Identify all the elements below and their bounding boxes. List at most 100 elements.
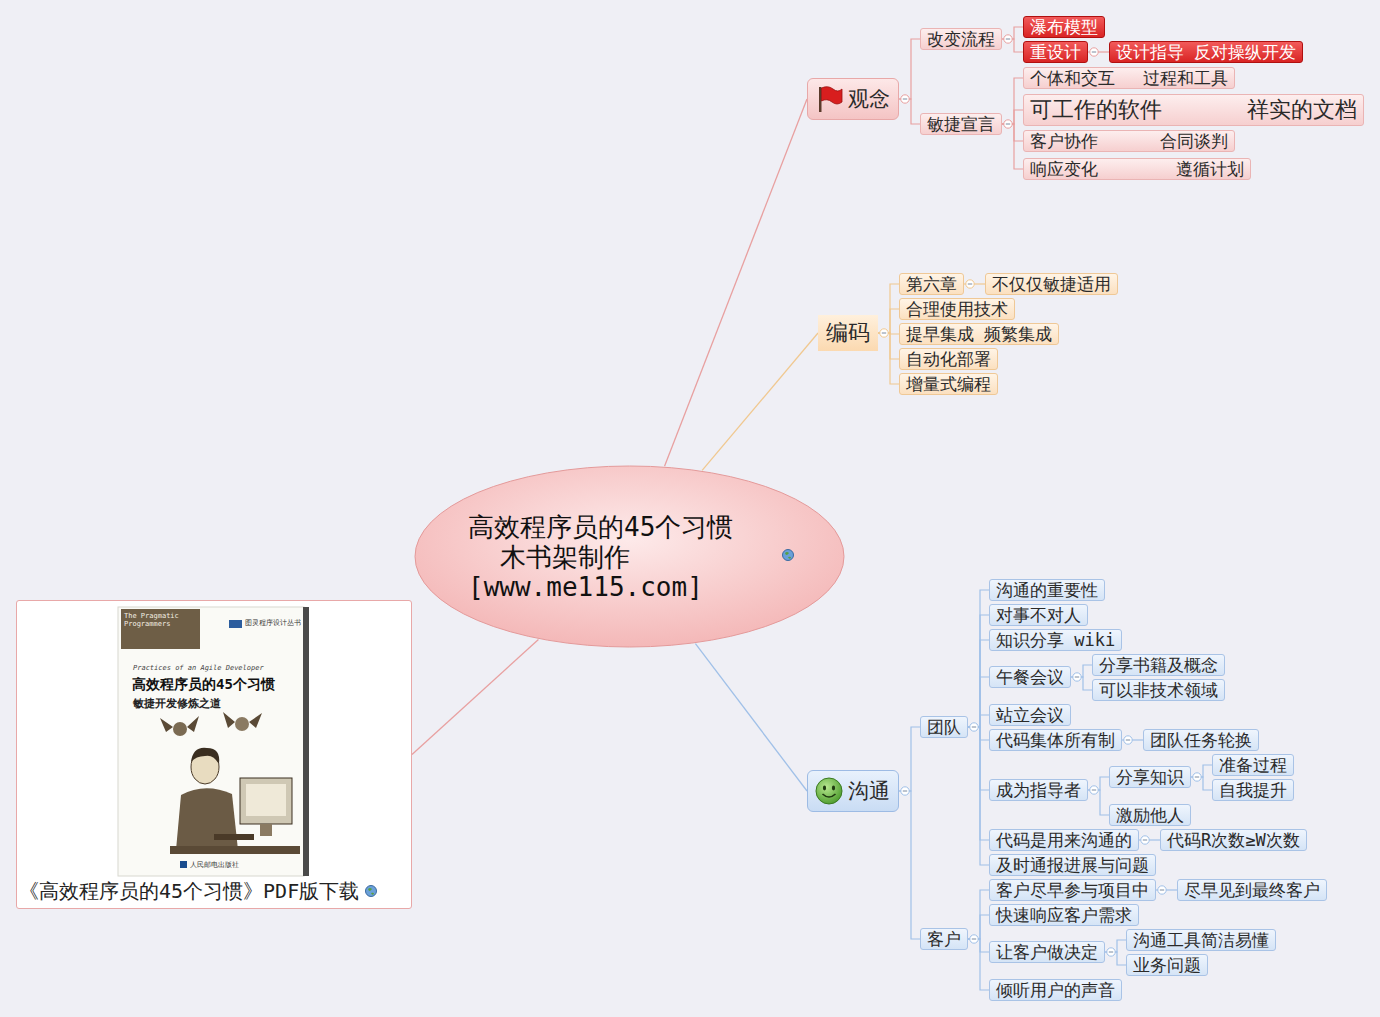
topic-text: 改变流程 bbox=[927, 29, 995, 49]
main-topic: 编码 bbox=[818, 315, 878, 351]
topic-text: 提早集成 频繁集成 bbox=[906, 324, 1052, 344]
topic-text: 尽早见到最终客户 bbox=[1184, 880, 1320, 900]
subtopic: 分享知识 bbox=[1109, 766, 1191, 788]
topic-text: 成为指导者 bbox=[996, 780, 1081, 800]
topic-text: 快速响应客户需求 bbox=[996, 905, 1132, 925]
smiley-eye bbox=[832, 786, 835, 791]
imp-figures bbox=[160, 712, 262, 736]
collapse-toggle bbox=[1004, 35, 1012, 43]
collapse-toggle bbox=[1090, 786, 1098, 794]
subtopic: 尽早见到最终客户 bbox=[1177, 879, 1327, 901]
topic-text: 代码R次数≥W次数 bbox=[1167, 830, 1300, 850]
monitor-stand bbox=[260, 824, 272, 836]
collapse-toggle bbox=[966, 280, 974, 288]
collapse-toggle bbox=[970, 935, 978, 943]
collapse-minus bbox=[968, 284, 972, 285]
topic-text: 第六章 bbox=[906, 274, 957, 294]
figure-body bbox=[176, 788, 238, 850]
manifesto-item: 响应变化遵循计划 bbox=[1023, 158, 1251, 180]
manifesto-item: 客户协作合同谈判 bbox=[1023, 130, 1235, 152]
image-panel bbox=[17, 601, 411, 908]
link-globe-icon bbox=[782, 549, 794, 561]
topic-text: 代码是用来沟通的 bbox=[996, 830, 1132, 850]
topic-text: 代码集体所有制 bbox=[996, 730, 1115, 750]
title-line: 高效程序员的45个习惯 bbox=[468, 512, 845, 542]
globe-land bbox=[785, 552, 791, 559]
topic-text: 编码 bbox=[826, 320, 870, 345]
imp-wings bbox=[223, 712, 262, 728]
topic-text: 团队 bbox=[927, 717, 961, 737]
collapse-toggle bbox=[1158, 886, 1166, 894]
topic-text: 客户协作 bbox=[1030, 131, 1098, 151]
collapse-minus bbox=[1092, 52, 1096, 53]
branch-line bbox=[878, 333, 899, 359]
branch-line bbox=[968, 640, 989, 727]
branch-line bbox=[412, 639, 538, 754]
topic-text: 分享知识 bbox=[1116, 767, 1184, 787]
subtopic: 知识分享 wiki bbox=[989, 629, 1122, 651]
topic-text: 祥实的文档 bbox=[1247, 95, 1357, 125]
subtopic: 可以非技术领域 bbox=[1092, 679, 1225, 701]
collapse-toggle bbox=[1090, 48, 1098, 56]
topic-text: 午餐会议 bbox=[996, 667, 1064, 687]
branch-line bbox=[968, 939, 989, 990]
cover-spine bbox=[303, 607, 309, 876]
branch-line bbox=[702, 333, 818, 470]
subtopic: 代码是用来沟通的 bbox=[989, 829, 1139, 851]
collapse-toggle bbox=[1004, 120, 1012, 128]
topic-text: 及时通报进展与问题 bbox=[996, 855, 1149, 875]
collapse-toggle bbox=[1073, 673, 1081, 681]
globe-land bbox=[368, 888, 374, 895]
branch-line bbox=[899, 727, 920, 791]
collapse-minus bbox=[882, 333, 886, 334]
smiley-face bbox=[816, 778, 842, 804]
subtopic: 自我提升 bbox=[1212, 779, 1294, 801]
branch-line bbox=[665, 99, 807, 466]
globe-sphere bbox=[783, 550, 794, 561]
collapse-toggle bbox=[1193, 773, 1201, 781]
cover-text: 敏捷开发修炼之道 bbox=[133, 697, 221, 710]
collapse-circle bbox=[1193, 773, 1201, 781]
topic-text: 团队任务轮换 bbox=[1150, 730, 1252, 750]
subtopic: 成为指导者 bbox=[989, 779, 1088, 801]
highlighted-subtopic: 重设计 bbox=[1023, 41, 1088, 63]
branch-line bbox=[899, 99, 920, 124]
highlighted-subtopic: 瀑布模型 bbox=[1023, 16, 1105, 38]
topic-text: 知识分享 wiki bbox=[996, 630, 1115, 650]
publisher-logo bbox=[180, 861, 187, 868]
collapse-minus bbox=[972, 939, 976, 940]
collapse-minus bbox=[1006, 124, 1010, 125]
subtopic: 客户 bbox=[920, 928, 968, 950]
subtopic: 第六章 bbox=[899, 273, 964, 295]
subtopic: 沟通工具简洁易懂 bbox=[1126, 929, 1276, 951]
desk bbox=[170, 846, 300, 854]
smiley-eye bbox=[823, 786, 826, 791]
branch-line bbox=[968, 727, 989, 865]
imp-wings bbox=[160, 716, 199, 732]
subtopic: 对事不对人 bbox=[989, 604, 1088, 626]
topic-text: 分享书籍及概念 bbox=[1099, 655, 1218, 675]
branch-line bbox=[968, 727, 989, 840]
subtopic: 激励他人 bbox=[1109, 804, 1191, 826]
branch-line bbox=[968, 677, 989, 727]
topic-text: 激励他人 bbox=[1116, 805, 1184, 825]
collapse-minus bbox=[972, 727, 976, 728]
collapse-circle bbox=[966, 280, 974, 288]
link-globe-icon bbox=[365, 885, 377, 897]
collapse-circle bbox=[1107, 948, 1115, 956]
topic-text: 沟通工具简洁易懂 bbox=[1133, 930, 1269, 950]
subtopic: 客户尽早参与项目中 bbox=[989, 879, 1156, 901]
cover-text: 高效程序员的45个习惯 bbox=[132, 676, 275, 693]
collapse-minus bbox=[1126, 740, 1130, 741]
collapse-toggle bbox=[901, 95, 909, 103]
topic-text: 让客户做决定 bbox=[996, 942, 1098, 962]
collapse-circle bbox=[1090, 786, 1098, 794]
topic-text: 对事不对人 bbox=[996, 605, 1081, 625]
collapse-minus bbox=[1075, 677, 1079, 678]
manifesto-item: 个体和交互过程和工具 bbox=[1023, 67, 1235, 89]
keyboard bbox=[214, 834, 254, 840]
imp-head bbox=[173, 722, 187, 736]
topic-text: 倾听用户的声音 bbox=[996, 980, 1115, 1000]
collapse-circle bbox=[970, 935, 978, 943]
